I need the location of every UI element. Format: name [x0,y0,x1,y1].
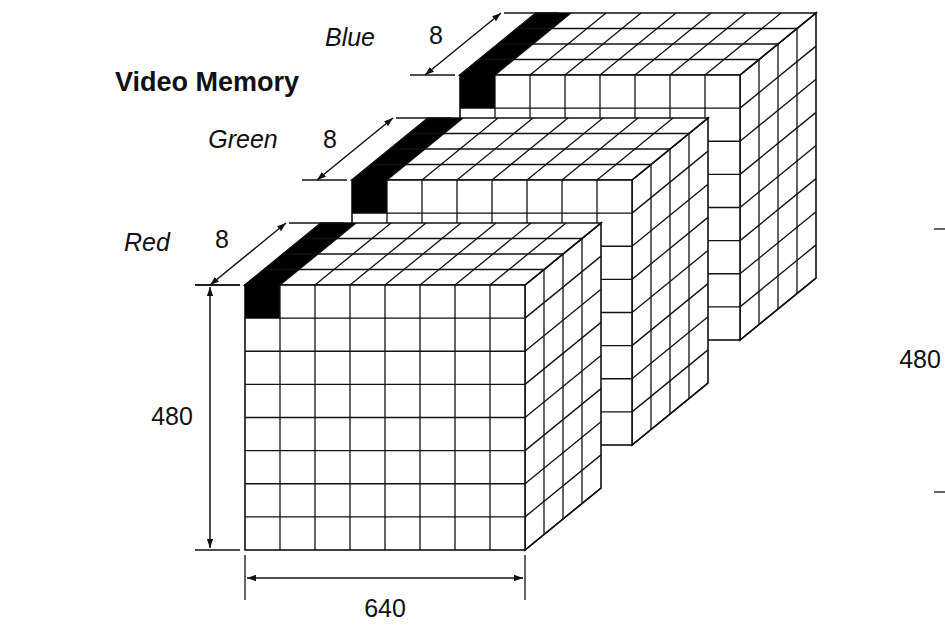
grid-line [669,149,670,414]
pixel-bit [460,75,495,108]
grid-line [371,164,651,165]
grid-line [245,450,525,451]
extension-line [302,179,347,180]
grid-line [517,28,797,29]
front-face [245,285,525,550]
top-face [460,13,816,75]
height-dimension: 480 [151,403,193,431]
pixel-bit [371,149,425,165]
grid-line [245,483,525,484]
pixel-bit [245,270,299,286]
height-dimension: 480 [899,346,941,374]
extension-line [244,555,245,600]
extension-line [504,12,559,13]
pixel-bit [409,118,463,134]
grid-line [758,60,759,325]
grid-line [777,44,778,309]
dimension-arrow [247,577,523,579]
extension-line [934,491,945,492]
extension-line [195,284,240,285]
grid-line [245,516,525,517]
extension-line [396,117,451,118]
grid-line [460,107,740,108]
pixel-bit [283,239,337,255]
pixel-bit [352,180,387,213]
grid-line [264,269,544,270]
grid-line [688,134,689,399]
depth-dimension: 8 [429,22,443,50]
grid-line [479,59,759,60]
plane-name: Green [208,126,277,154]
grid-line [498,43,778,44]
size-dimensions [195,229,945,600]
grid-line [302,238,582,239]
grid-line [581,239,582,504]
pixel-bit [390,134,444,150]
grid-line [245,351,525,352]
red-plane [195,223,601,550]
top-face [352,118,708,180]
dimension-arrow [317,118,393,180]
dimension-arrow [425,13,501,75]
pixel-bit [479,44,533,60]
grid-line [352,212,632,213]
grid-line [543,270,544,535]
extension-line [410,74,455,75]
grid-line [245,384,525,385]
dimension-arrow [210,223,286,285]
grid-line [390,148,670,149]
diagram-title: Video Memory [115,68,299,98]
depth-dimension: 8 [215,226,229,254]
pixel-bit [352,165,406,181]
grid-line [245,417,525,418]
width-dimension: 640 [364,595,406,623]
extension-line [289,222,344,223]
extension-line [195,549,240,550]
pixel-bit [498,29,552,45]
extension-line [195,284,240,285]
pixel-bit [460,60,514,76]
grid-line [245,317,525,318]
grid-line [283,253,563,254]
extension-line [934,228,945,229]
pixel-bit [517,13,571,29]
extension-line [524,555,525,600]
plane-name: Red [124,229,170,257]
dimension-arrow [209,287,211,548]
pixel-bit [264,254,318,270]
plane-name: Blue [325,24,375,52]
grid-line [409,133,689,134]
pixel-bit [245,285,280,318]
grid-line [562,254,563,519]
grid-line [650,165,651,430]
pixel-bit [302,223,356,239]
depth-dimension: 8 [323,126,337,154]
top-face [245,223,601,285]
grid-line [796,29,797,294]
